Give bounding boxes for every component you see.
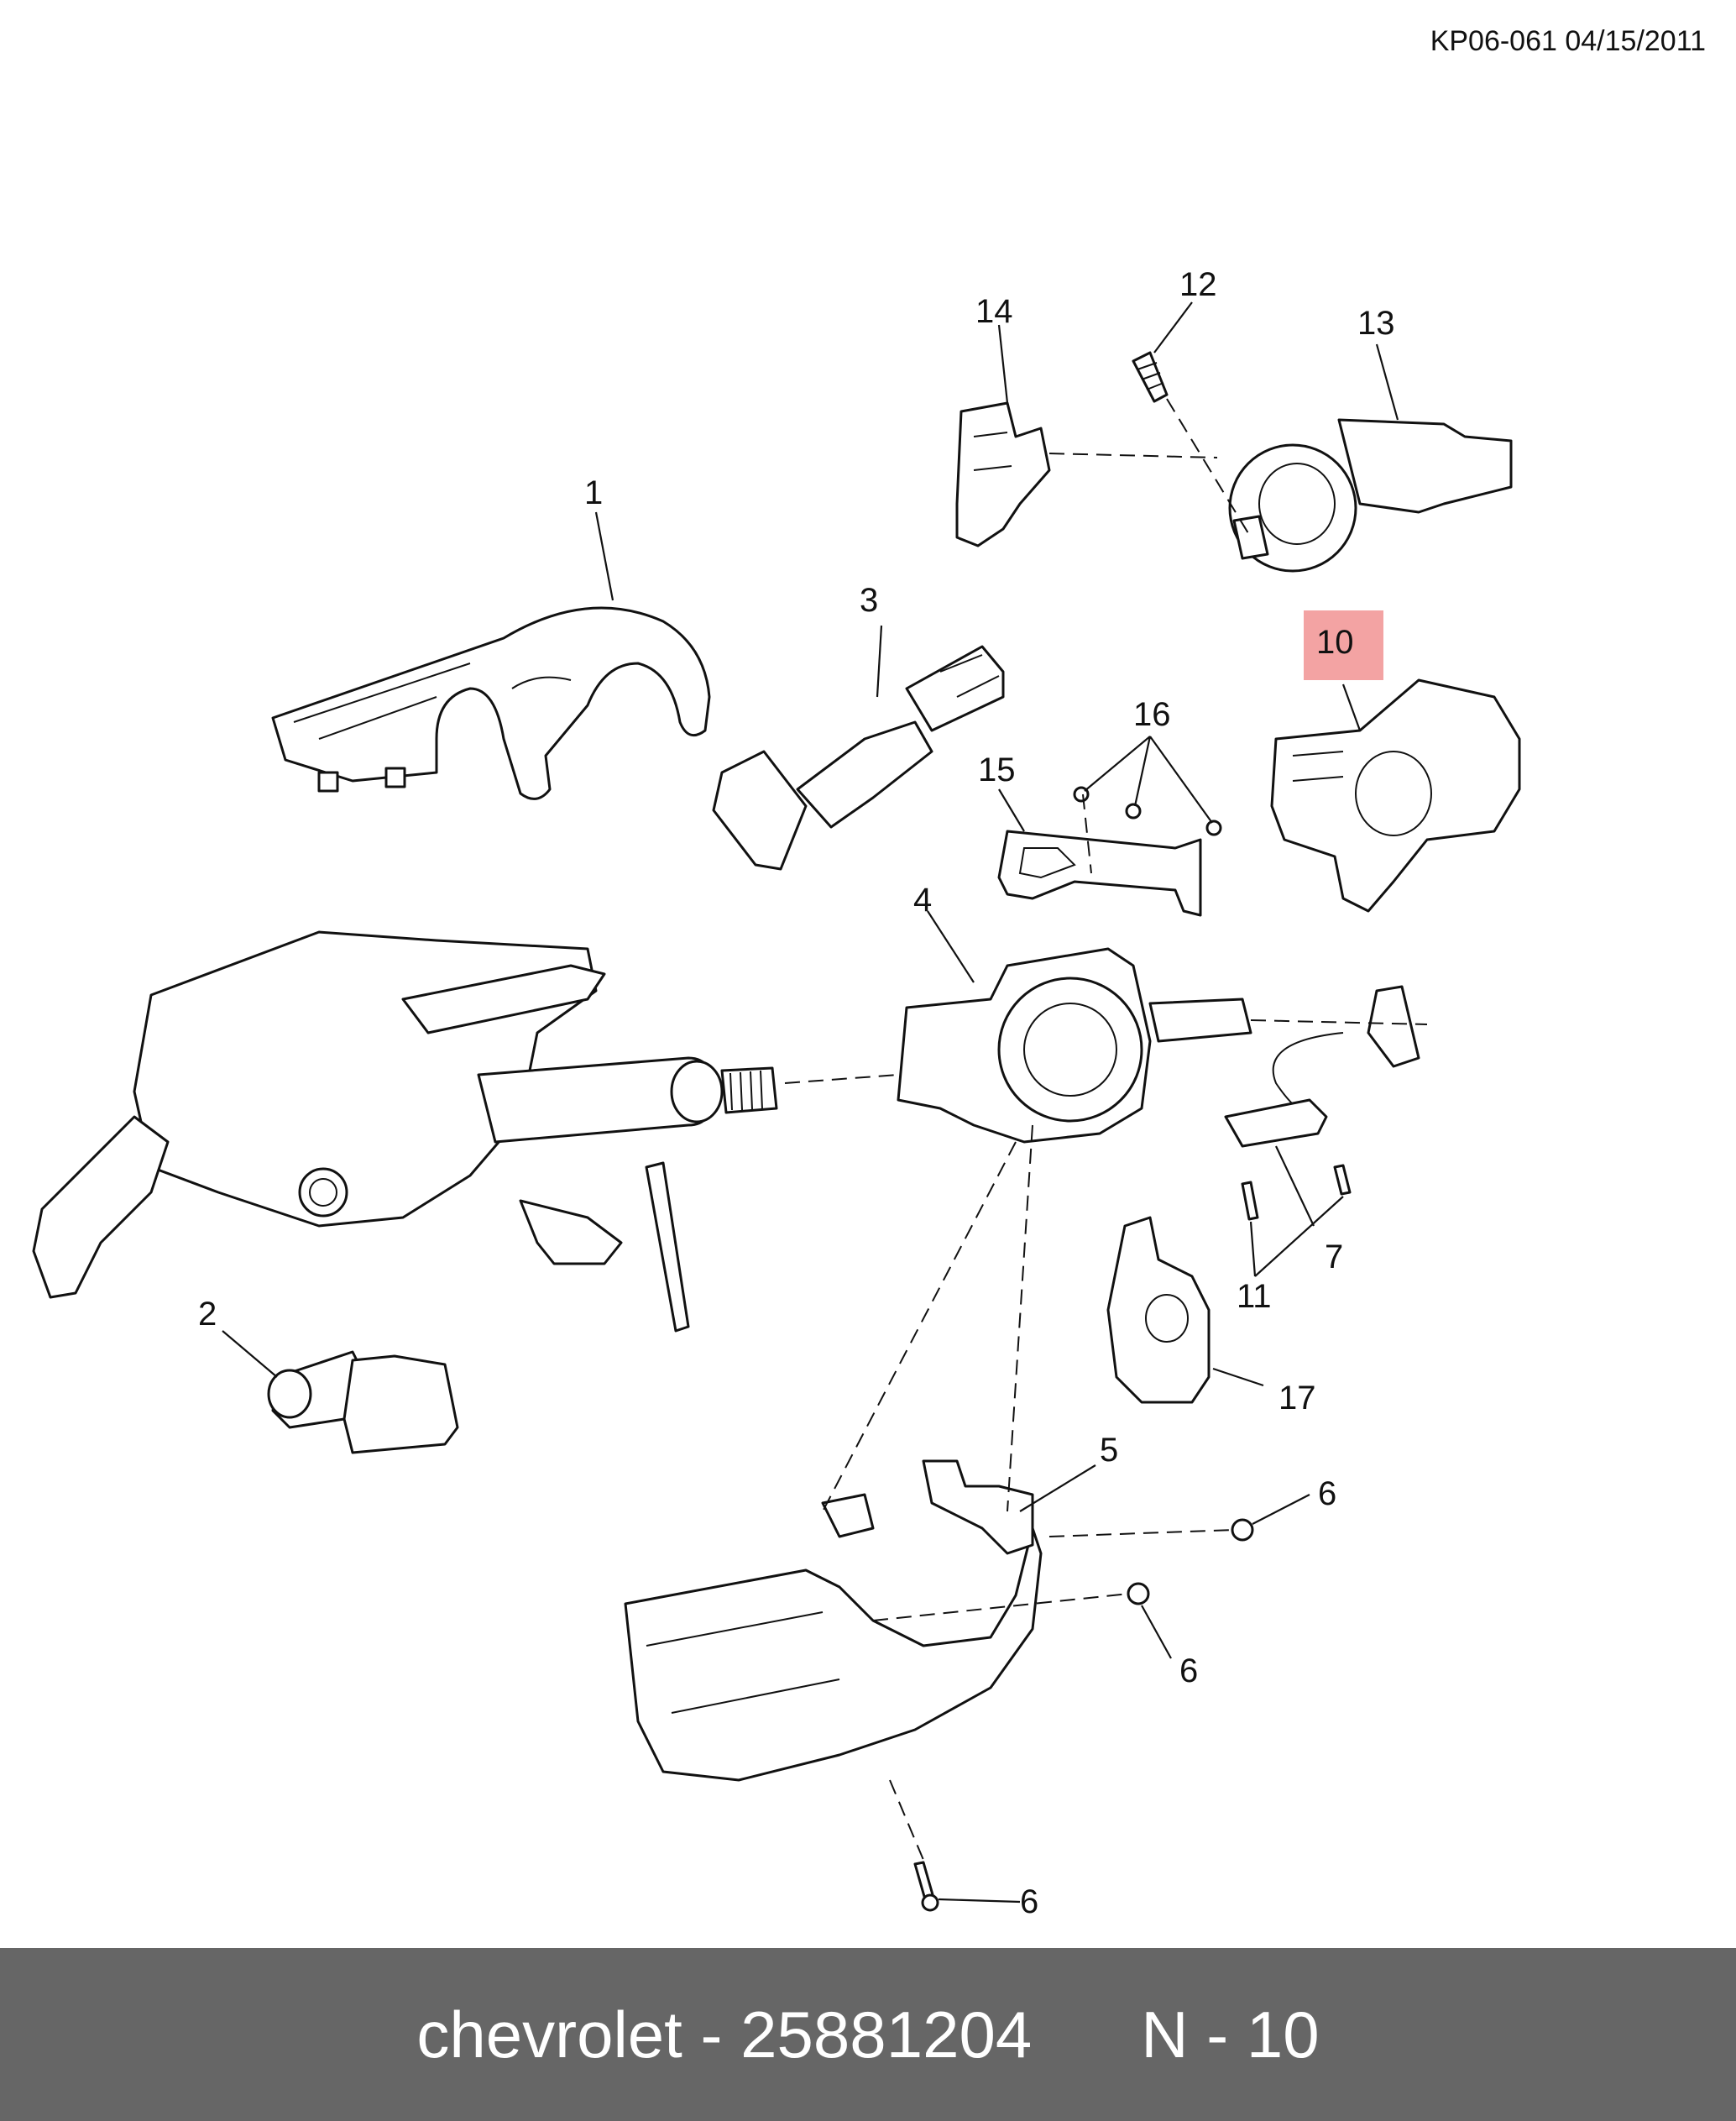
part-15-bracket <box>997 830 1202 917</box>
callout-15: 15 <box>978 752 1016 788</box>
footer-bar: chevrolet - 25881204 N - 10 <box>0 1948 1736 2121</box>
part-14-switch <box>955 401 1051 547</box>
callout-6-b: 6 <box>1179 1652 1198 1689</box>
part-10-lock-housing <box>1270 678 1521 913</box>
part-17-sensor <box>1106 1216 1210 1404</box>
callout-2: 2 <box>198 1296 217 1333</box>
callout-6-a: 6 <box>1318 1475 1336 1512</box>
callout-10: 10 <box>1316 624 1354 661</box>
part-11-screws <box>1241 1164 1352 1221</box>
callouts: 1 2 3 4 5 6 6 6 7 10 11 12 13 14 15 16 1… <box>198 266 1395 1920</box>
part-6-bolts <box>913 1518 1254 1912</box>
callout-1: 1 <box>584 474 603 511</box>
diagram-reference-code: KP06-061 04/15/2011 <box>1430 25 1706 57</box>
part-13-ignition-housing <box>1228 418 1513 573</box>
callout-6-c: 6 <box>1020 1883 1038 1920</box>
footer-part-label: chevrolet - 25881204 N - 10 <box>416 1997 1320 2071</box>
callout-14: 14 <box>975 293 1013 330</box>
callout-3: 3 <box>860 582 878 619</box>
callout-13: 13 <box>1357 305 1395 342</box>
callout-5: 5 <box>1100 1432 1118 1469</box>
callout-12: 12 <box>1179 266 1217 303</box>
part-5-lower-trim-cover <box>624 1459 1043 1782</box>
part-2-turn-signal-switch <box>267 1350 459 1454</box>
callout-17: 17 <box>1278 1380 1316 1417</box>
part-16-screws <box>1073 786 1222 836</box>
callout-16: 16 <box>1133 696 1171 733</box>
callout-10-highlight <box>1304 610 1383 680</box>
leader-lines <box>222 301 1399 1904</box>
part-1-upper-trim-cover <box>271 606 711 800</box>
steering-column-assembly <box>32 930 778 1333</box>
part-12-bolt <box>1132 351 1169 403</box>
callout-11: 11 <box>1237 1278 1272 1315</box>
callout-4: 4 <box>913 882 932 919</box>
callout-7: 7 <box>1325 1239 1343 1275</box>
steering-column-exploded-diagram: 1 2 3 4 5 6 6 6 7 10 11 12 13 14 15 16 1… <box>32 266 1521 1920</box>
assembly-lines <box>784 398 1428 1861</box>
part-4-switch-module <box>897 947 1420 1144</box>
part-7-module <box>1224 1098 1328 1148</box>
part-3-wiper-switch <box>712 645 1005 871</box>
